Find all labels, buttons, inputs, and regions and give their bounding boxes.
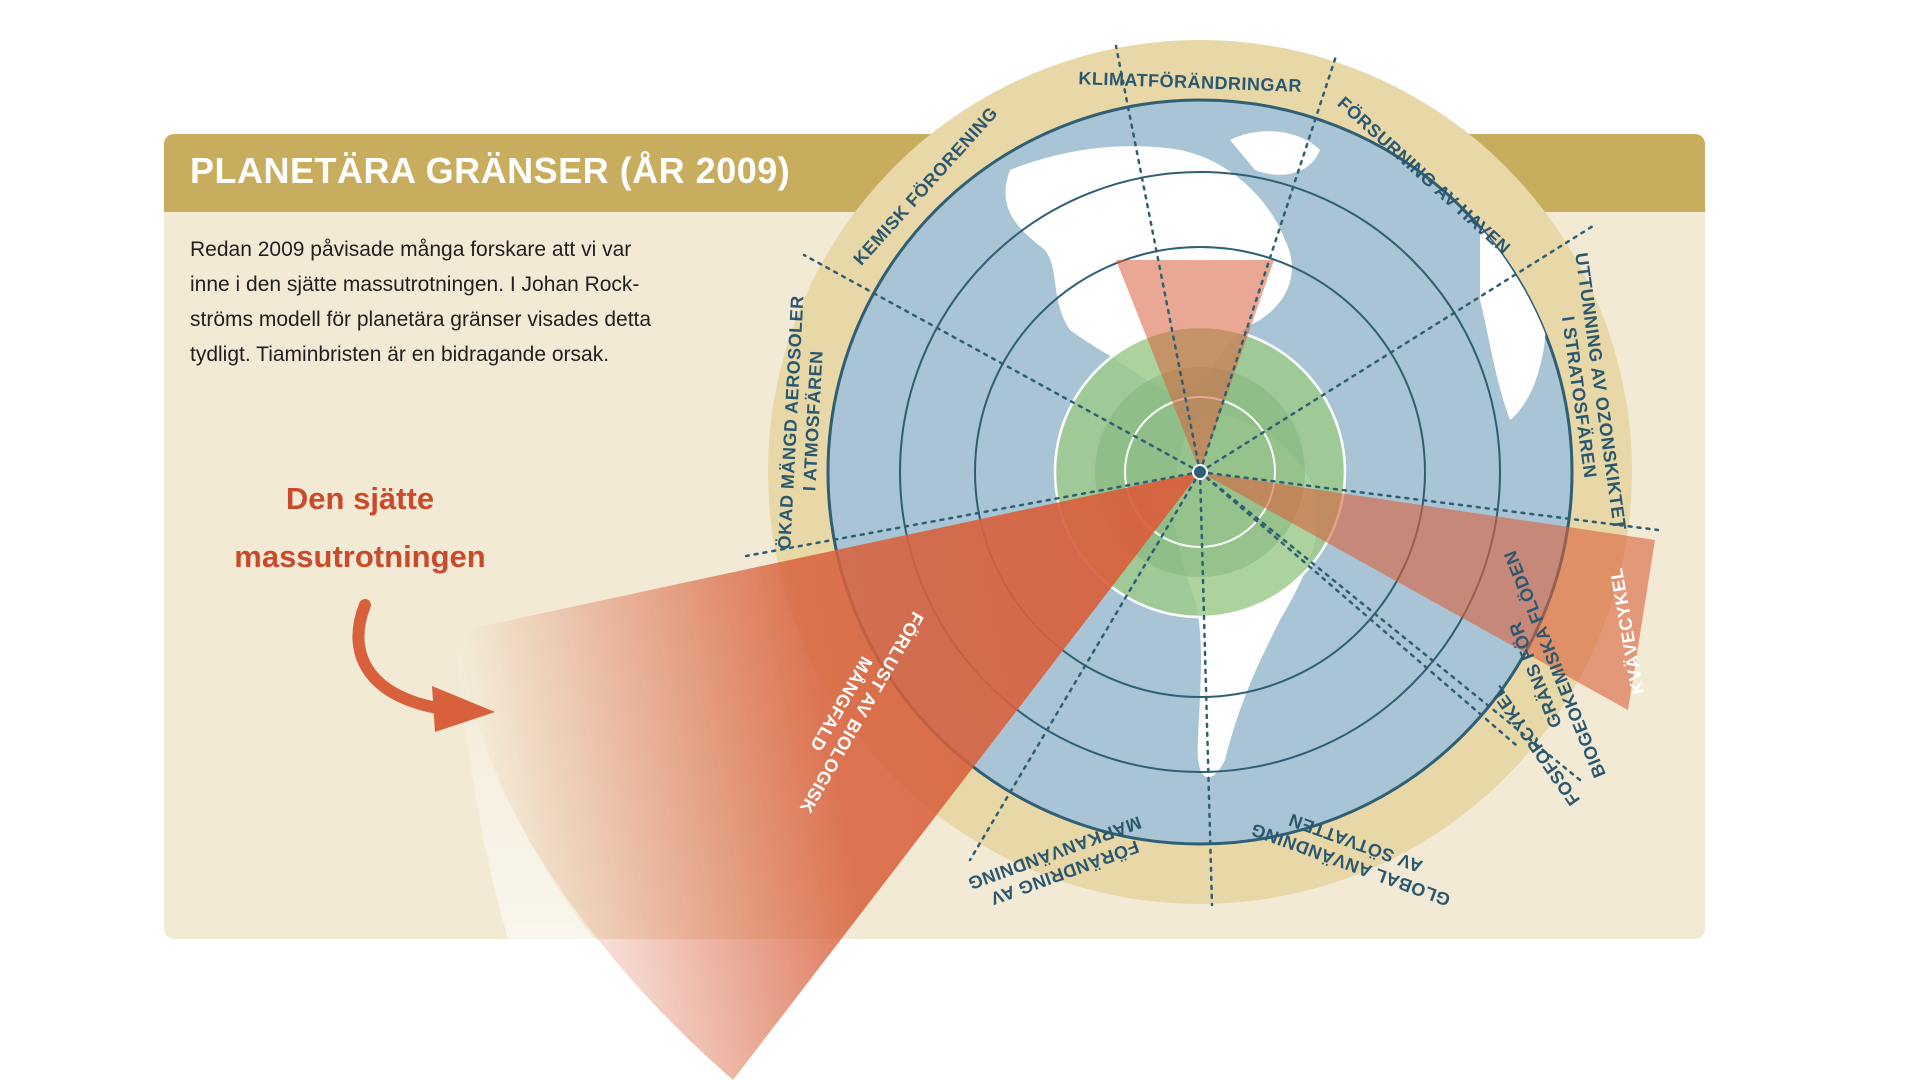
page-title: PLANETÄRA GRÄNSER (ÅR 2009) [190,150,791,191]
concentric-rings [899,171,1501,773]
wedge-klimat [1116,260,1274,472]
intro-line: inne i den sjätte massutrotningen. I Joh… [190,273,640,296]
intro-line: ströms modell för planetära gränser visa… [190,308,652,331]
intro-text: Redan 2009 påvisade många forskare att v… [190,232,670,372]
center-dot [1192,464,1208,480]
wedge-kvavecykel [1200,472,1655,710]
intro-line: Redan 2009 påvisade många forskare att v… [190,238,632,261]
callout-label: Den sjätte massutrotningen [180,470,540,586]
callout-line: massutrotningen [234,539,486,574]
callout-line: Den sjätte [285,481,435,516]
wedge-biologisk-fade [455,640,733,1080]
arrow-icon [352,599,495,732]
intro-line: tydligt. Tiaminbristen är en bidragande … [190,343,610,366]
sector-dividers [744,44,1660,907]
wedge-biologisk-mangfald [450,472,1200,1080]
